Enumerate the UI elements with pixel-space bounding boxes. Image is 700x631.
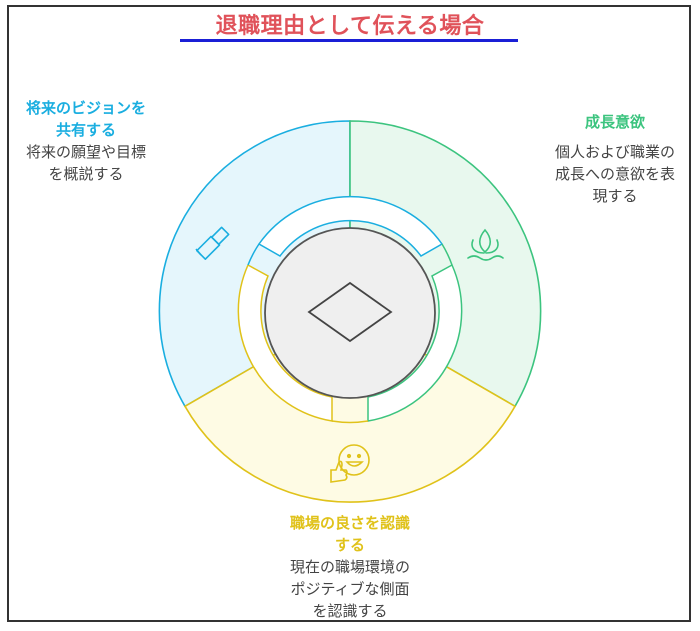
label-workplace: 職場の良さを認識 する 現在の職場環境の ポジティブな側面 を認識する — [270, 512, 430, 622]
label-vision-heading-line-1: 将来のビジョンを — [25, 99, 146, 117]
label-growth-heading: 成長意欲 — [530, 111, 700, 133]
label-workplace-description-line-3: を認識する — [312, 602, 388, 620]
label-workplace-heading: 職場の良さを認識 する — [270, 512, 430, 556]
page-title: 退職理由として伝える場合 — [215, 14, 485, 39]
label-vision-description-line-2: を概説する — [48, 165, 124, 183]
label-growth-description: 個人および職業の 成長への意欲を表 現する — [530, 141, 700, 207]
label-vision-heading-line-2: 共有する — [55, 121, 116, 139]
label-growth-description-line-2: 成長への意欲を表 — [554, 165, 675, 183]
label-workplace-description-line-2: ポジティブな側面 — [290, 580, 410, 598]
inner-ring-workplace — [237, 263, 333, 422]
label-vision: 将来のビジョンを 共有する 将来の願望や目標 を概説する — [8, 97, 164, 185]
inner-ring-workplace-edge — [331, 420, 369, 424]
label-workplace-heading-line-2: する — [334, 536, 365, 554]
title-underline — [180, 39, 518, 42]
inner-ring-vision — [257, 195, 444, 257]
label-vision-description-line-1: 将来の願望や目標 — [25, 143, 146, 161]
label-workplace-description: 現在の職場環境の ポジティブな側面 を認識する — [270, 556, 430, 622]
label-workplace-heading-line-1: 職場の良さを認識 — [289, 514, 410, 532]
center-hub — [264, 227, 436, 399]
telescope-icon — [195, 226, 230, 260]
label-growth-heading-line-1: 成長意欲 — [584, 113, 645, 131]
label-workplace-description-line-1: 現在の職場環境の — [289, 558, 410, 576]
label-growth: 成長意欲 個人および職業の 成長への意欲を表 現する — [530, 111, 700, 207]
diamond-icon — [307, 281, 393, 343]
inner-ring-vision-edge — [247, 243, 260, 266]
label-growth-description-line-1: 個人および職業の — [554, 143, 675, 161]
inner-ring-growth — [367, 263, 463, 422]
smiley-thumbs-up-icon — [330, 444, 370, 483]
lotus-icon — [467, 228, 504, 261]
label-growth-description-line-3: 現する — [592, 187, 638, 205]
label-vision-description: 将来の願望や目標 を概説する — [8, 141, 164, 185]
label-vision-heading: 将来のビジョンを 共有する — [8, 97, 164, 141]
inner-ring-growth-edge — [441, 243, 453, 266]
